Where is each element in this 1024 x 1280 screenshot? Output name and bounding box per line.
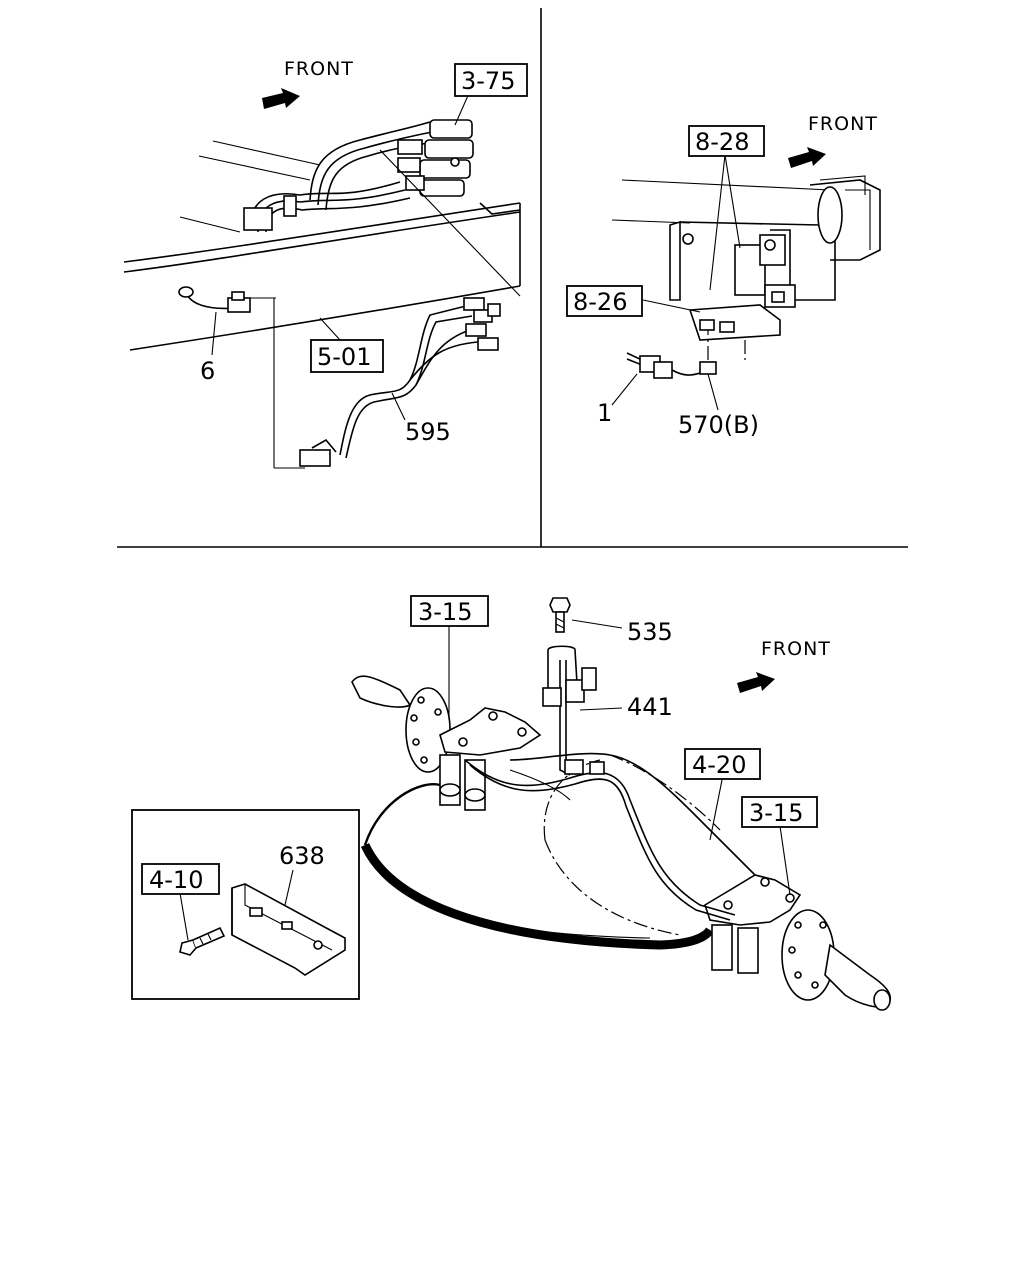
part-number-638: 638 [279,842,325,870]
ref-4-20: 4-20 [692,751,746,779]
rear-axle-housing [351,675,892,1011]
top-left-panel: FRONT [123,58,528,469]
inset-detail: 4-10 638 [131,809,360,1000]
ref-3-75: 3-75 [461,67,515,95]
part-number-441: 441 [627,693,673,721]
ref-4-10: 4-10 [149,866,203,894]
part-number-1: 1 [597,399,612,427]
ref-box-3-75 [454,63,528,97]
ref-box-3-15-left [410,595,489,627]
ref-box-8-26 [566,285,643,317]
ref-box-8-28 [688,125,765,157]
front-arrow-icon [737,672,775,693]
sensor-harness [273,297,501,469]
ref-box-5-01 [310,339,384,373]
connector-570b [611,352,719,411]
front-label: FRONT [284,58,354,80]
bracket-assembly [611,175,881,360]
panel-dividers [117,8,908,548]
bottom-panel: FRONT [131,595,892,1011]
front-arrow-icon [262,88,300,109]
connector-6 [178,286,276,356]
ref-3-15-left: 3-15 [418,598,472,626]
frame-rail [123,140,521,351]
junction-block [379,90,521,297]
ref-3-15-right: 3-15 [749,799,803,827]
part-number-570b: 570(B) [678,411,759,439]
ref-box-4-10 [141,863,220,895]
front-arrow-icon [788,147,826,168]
ref-8-26: 8-26 [573,288,627,316]
brake-pipes [243,121,437,233]
part-number-595: 595 [405,418,451,446]
part-number-6: 6 [200,357,215,385]
ref-5-01: 5-01 [317,343,371,371]
sensor-wire [464,597,736,921]
top-right-panel: FRONT 8-28 [566,113,881,439]
front-label: FRONT [761,638,831,660]
ref-box-4-20 [684,748,761,780]
part-number-535: 535 [627,618,673,646]
ref-box-3-15-right [741,796,818,828]
ref-8-28: 8-28 [695,128,749,156]
front-label: FRONT [808,113,878,135]
